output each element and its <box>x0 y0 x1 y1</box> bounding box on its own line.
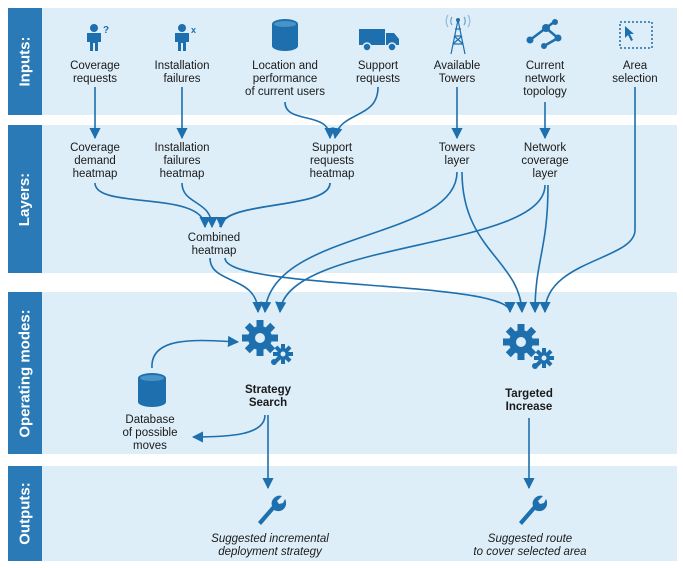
person-failure-icon: x <box>175 24 196 51</box>
gears-icon <box>503 324 554 369</box>
svg-text:x: x <box>191 25 196 35</box>
database-icon <box>272 19 298 51</box>
database-icon <box>138 373 166 407</box>
layers-band-tab <box>8 125 42 273</box>
svg-text:?: ? <box>103 25 109 36</box>
inputs-band <box>8 8 677 115</box>
wrench-icon <box>258 495 286 525</box>
outputs-band <box>8 466 677 561</box>
network-topology-icon <box>526 19 562 49</box>
operating-modes-band-tab <box>8 292 42 454</box>
person-question-icon: ? <box>87 24 109 51</box>
layers-band <box>8 125 677 273</box>
inputs-band-tab <box>8 8 42 115</box>
truck-icon <box>359 29 399 52</box>
area-selection-icon <box>619 21 653 49</box>
operating-modes-band <box>8 292 677 454</box>
gears-icon <box>242 320 293 365</box>
outputs-band-tab <box>8 466 42 561</box>
wrench-icon <box>519 495 547 525</box>
tower-icon <box>445 14 471 55</box>
